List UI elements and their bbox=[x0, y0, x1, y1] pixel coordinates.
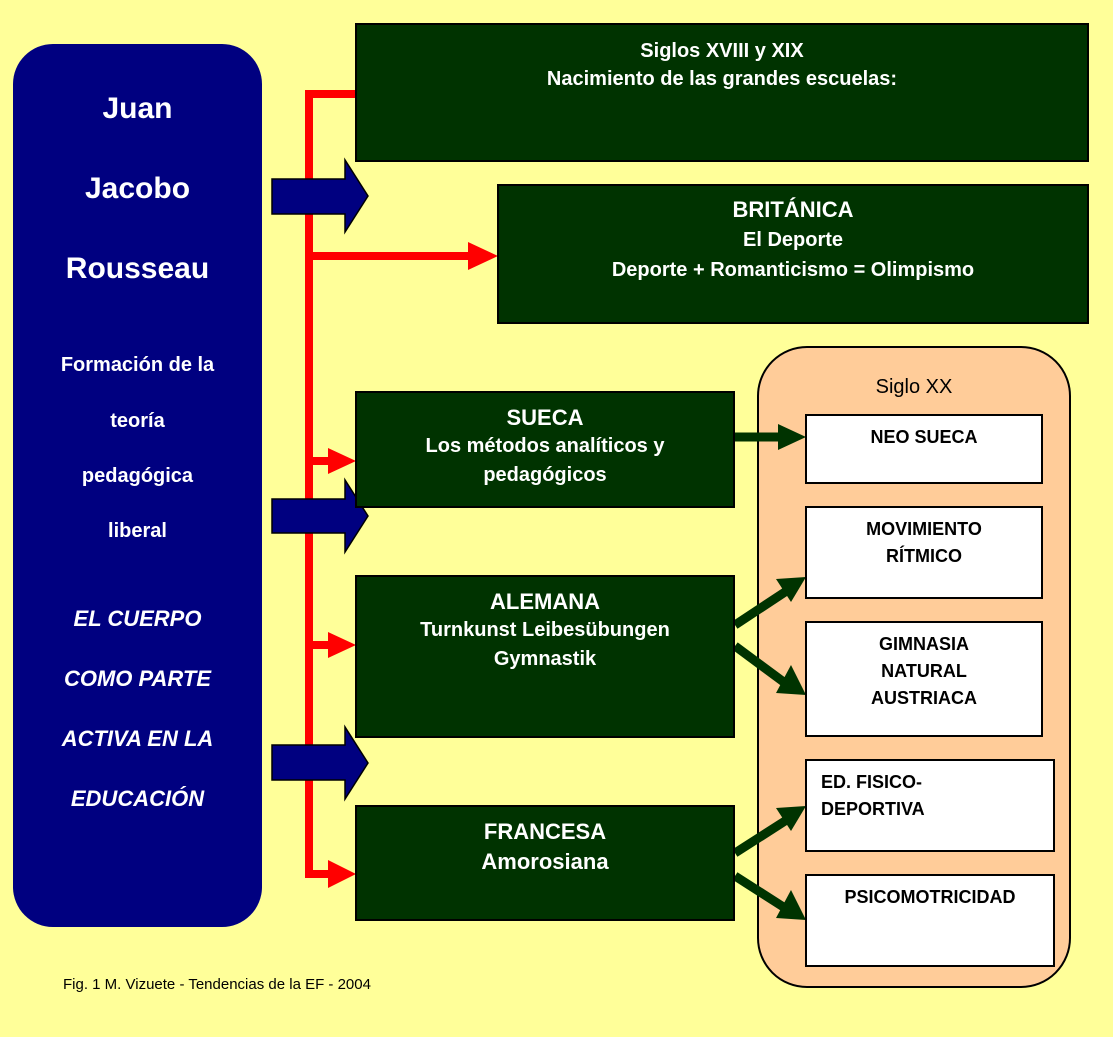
school-title-britanica: BRITÁNICA bbox=[732, 197, 854, 222]
school-title-sueca: SUECA bbox=[506, 405, 584, 430]
school-line: Gymnastik bbox=[493, 648, 597, 670]
school-line: Turnkunst Leibesübungen bbox=[420, 619, 670, 641]
siglo-item-line: GIMNASIA bbox=[879, 634, 969, 654]
emphasis-line-3: ACTIVA EN LA bbox=[61, 726, 214, 751]
siglos-xviii-xix-box: Siglos XVIII y XIX Nacimiento de las gra… bbox=[355, 23, 1089, 162]
siglo-item-line: ED. FISICO- bbox=[821, 772, 923, 792]
school-title-francesa: FRANCESA bbox=[483, 819, 607, 844]
school-box-sueca: SUECA Los métodos analíticos y pedagógic… bbox=[355, 391, 735, 508]
name-line-1: Juan bbox=[102, 92, 173, 125]
siglo-item-movimiento-ritmico: MOVIMIENTO RÍTMICO bbox=[805, 506, 1043, 599]
siglo-item-psicomotricidad: PSICOMOTRICIDAD bbox=[805, 874, 1055, 967]
header-line-2: Nacimiento de las grandes escuelas: bbox=[546, 68, 898, 90]
siglo-item-line: AUSTRIACA bbox=[871, 688, 977, 708]
school-box-francesa: FRANCESA Amorosiana bbox=[355, 805, 735, 921]
emphasis-line-2: COMO PARTE bbox=[63, 666, 212, 691]
siglo-item-line: NEO SUECA bbox=[870, 427, 978, 447]
theory-line-2: teoría bbox=[110, 410, 165, 432]
theory-line-3: pedagógica bbox=[81, 465, 194, 487]
siglo-xx-title: Siglo XX bbox=[875, 376, 953, 398]
siglo-item-ed-fisico-deportiva: ED. FISICO- DEPORTIVA bbox=[805, 759, 1055, 852]
figure-caption: Fig. 1 M. Vizuete - Tendencias de la EF … bbox=[63, 976, 371, 993]
school-line: Deporte + Romanticismo = Olimpismo bbox=[611, 259, 975, 281]
school-box-alemana: ALEMANA Turnkunst Leibesübungen Gymnasti… bbox=[355, 575, 735, 738]
rousseau-panel: Juan Jacobo Rousseau Formación de la teo… bbox=[13, 44, 262, 927]
school-title-alemana: ALEMANA bbox=[490, 589, 600, 614]
name-line-2: Jacobo bbox=[84, 172, 191, 205]
school-box-britanica: BRITÁNICA El Deporte Deporte + Romantici… bbox=[497, 184, 1089, 324]
red-arrowhead-britanica bbox=[468, 242, 498, 270]
name-line-3: Rousseau bbox=[65, 252, 210, 285]
blue-arrow-3 bbox=[271, 724, 369, 802]
emphasis-line-1: EL CUERPO bbox=[73, 606, 202, 631]
siglo-item-line: DEPORTIVA bbox=[821, 799, 925, 819]
red-arrowhead-sueca bbox=[328, 448, 356, 474]
red-trunk-line bbox=[305, 90, 356, 878]
emphasis-line-4: EDUCACIÓN bbox=[70, 786, 205, 811]
school-line: Amorosiana bbox=[481, 849, 609, 874]
theory-line-1: Formación de la bbox=[60, 354, 215, 376]
blue-arrow-1 bbox=[271, 157, 369, 235]
header-line-1: Siglos XVIII y XIX bbox=[640, 40, 804, 62]
siglo-item-line: PSICOMOTRICIDAD bbox=[844, 887, 1016, 907]
red-arrowhead-francesa bbox=[328, 860, 356, 888]
siglo-item-neo-sueca: NEO SUECA bbox=[805, 414, 1043, 484]
blue-arrow-2 bbox=[271, 477, 369, 555]
siglo-item-line: RÍTMICO bbox=[886, 546, 962, 566]
siglo-item-line: MOVIMIENTO bbox=[866, 519, 982, 539]
siglo-item-line: NATURAL bbox=[881, 661, 967, 681]
school-line: El Deporte bbox=[742, 229, 844, 251]
school-line: Los métodos analíticos y bbox=[425, 435, 665, 457]
red-arrowhead-alemana bbox=[328, 632, 356, 658]
siglo-item-gimnasia-natural-austriaca: GIMNASIA NATURAL AUSTRIACA bbox=[805, 621, 1043, 737]
theory-line-4: liberal bbox=[108, 520, 167, 542]
school-line: pedagógicos bbox=[483, 464, 607, 486]
